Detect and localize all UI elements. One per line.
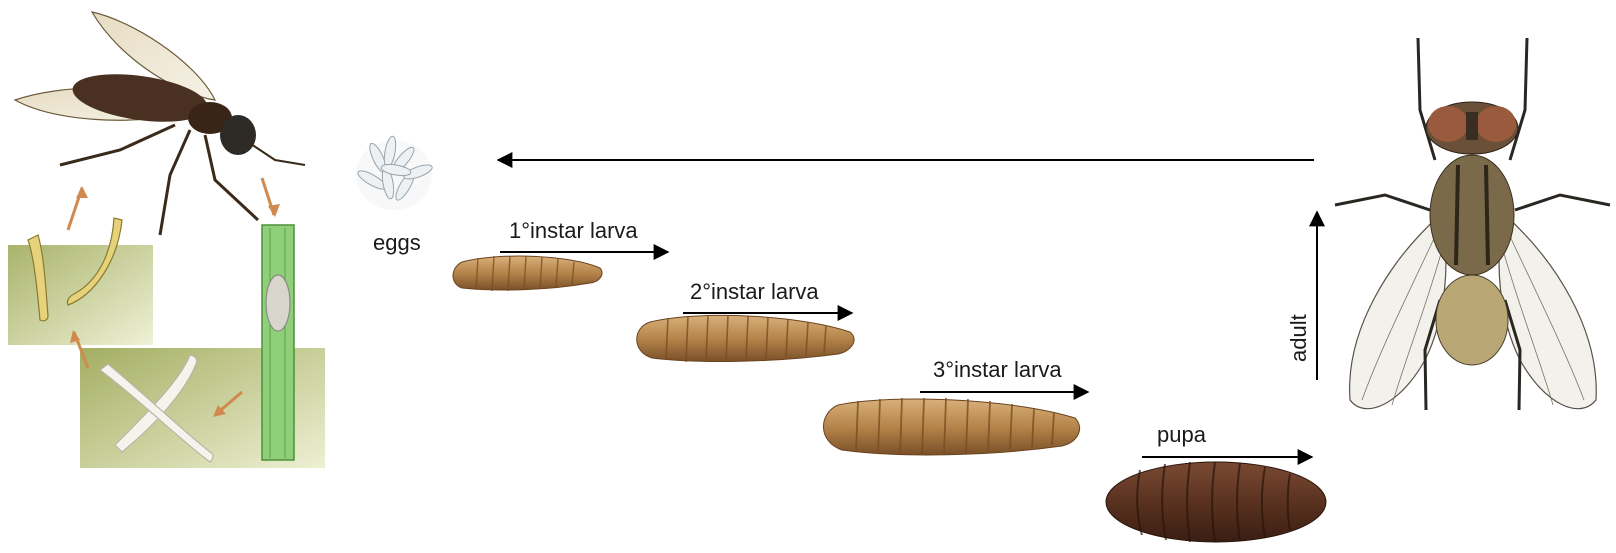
label-pupa: pupa	[1157, 422, 1206, 448]
label-third-instar-larva: 3°instar larva	[933, 357, 1062, 383]
tabanid-fly-icon	[15, 12, 305, 235]
adult-housefly-icon	[1335, 38, 1610, 410]
egg-mass-icon	[266, 275, 290, 331]
label-first-instar-larva: 1°instar larva	[509, 218, 638, 244]
label-second-instar-larva: 2°instar larva	[690, 279, 819, 305]
second-instar-larva-icon	[637, 315, 854, 362]
first-instar-larva-icon	[453, 256, 602, 291]
tabanid-life-cycle-illustration	[8, 12, 325, 468]
eggs-icon	[356, 135, 434, 210]
plant-stem	[262, 225, 294, 460]
label-adult: adult	[1286, 314, 1312, 362]
label-eggs: eggs	[373, 230, 421, 256]
third-instar-larva-icon	[823, 398, 1079, 455]
pupa-icon	[1106, 462, 1326, 542]
